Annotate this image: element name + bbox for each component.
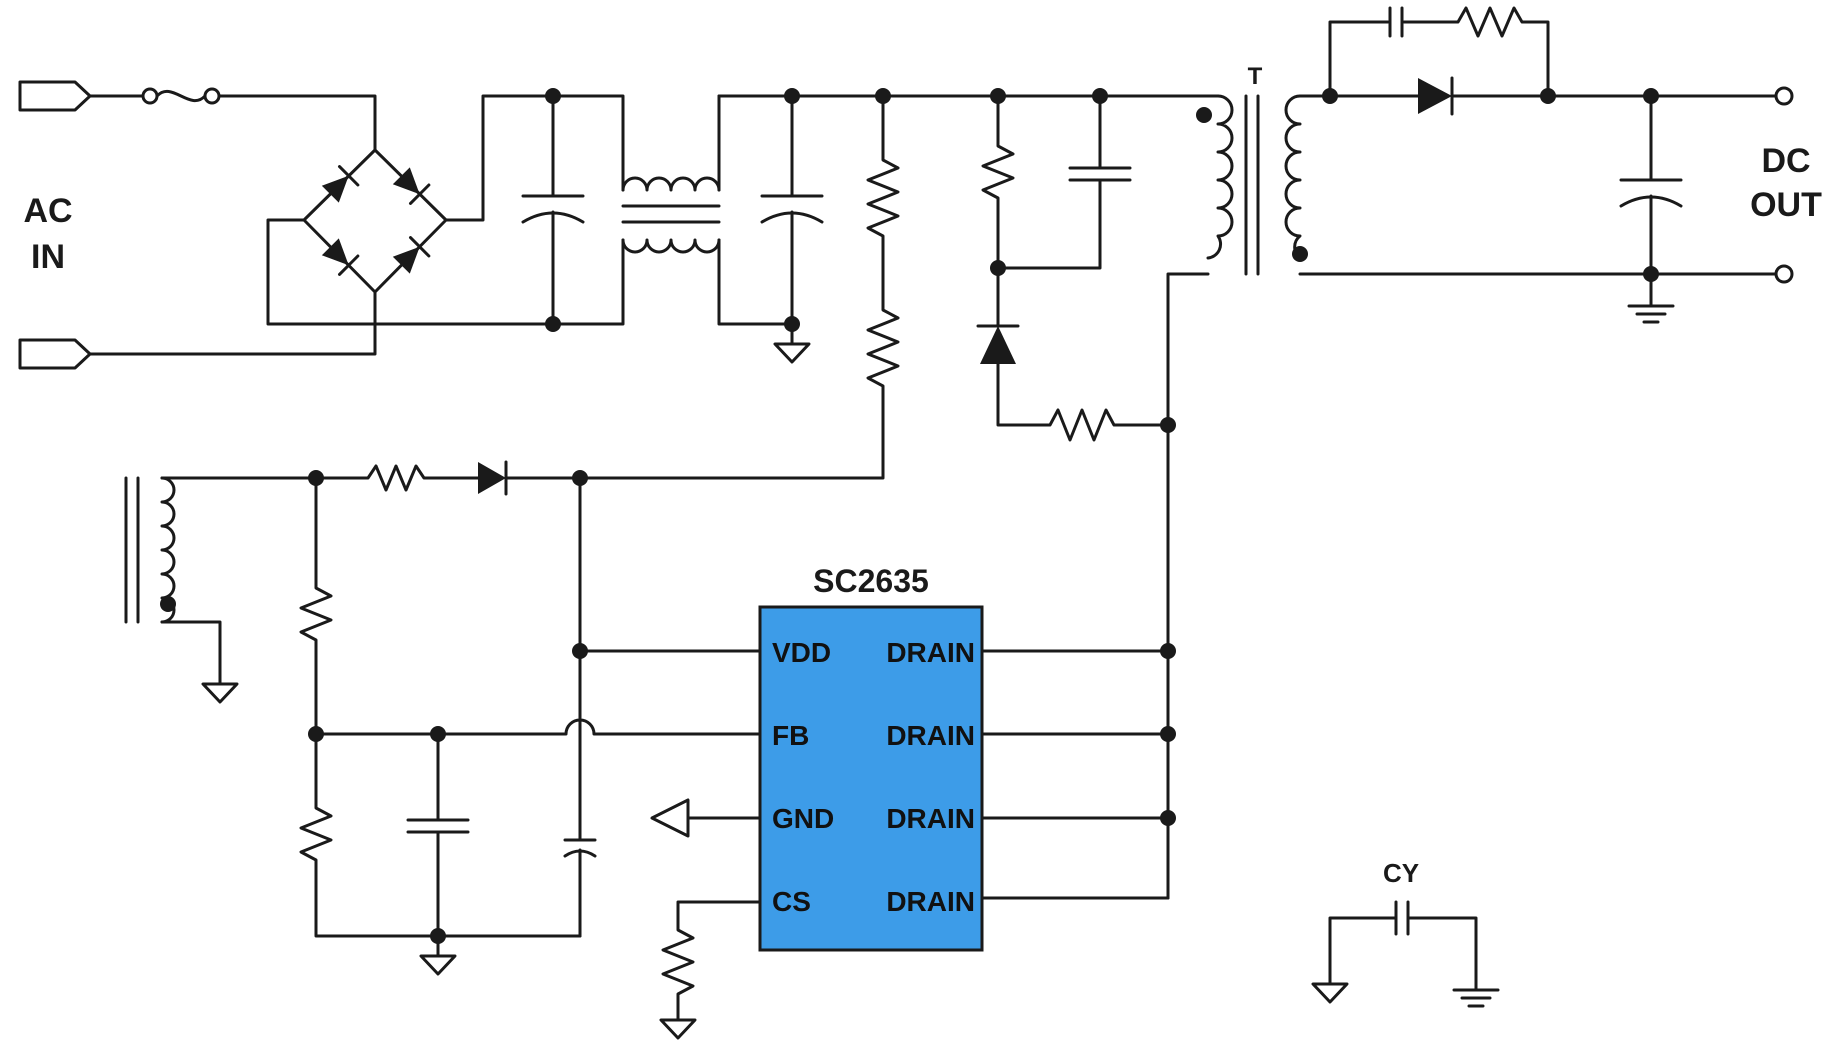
in-label: IN bbox=[31, 238, 65, 276]
aux-winding-feedback bbox=[124, 460, 762, 976]
dc-label: DC bbox=[1761, 142, 1810, 180]
ac-input-terminal-bottom bbox=[18, 338, 92, 370]
pin-drain-3: DRAIN bbox=[886, 803, 975, 834]
pin-drain-2: DRAIN bbox=[886, 720, 975, 751]
bridge-rectifier bbox=[266, 94, 555, 326]
y-capacitor: CY bbox=[1311, 858, 1500, 1008]
pin-vdd: VDD bbox=[772, 637, 831, 668]
controller-ic: SC2635 VDD FB GND CS DRAIN DRAIN DRAIN D… bbox=[650, 563, 1176, 1040]
pin-drain-1: DRAIN bbox=[886, 637, 975, 668]
flyback-transformer: T bbox=[1166, 63, 1653, 900]
rcd-snubber bbox=[976, 88, 1176, 442]
output-section: DC OUT bbox=[1322, 6, 1822, 324]
ac-input-section: AC IN bbox=[18, 80, 377, 370]
startup-resistors bbox=[578, 88, 900, 480]
dc-out-terminal-bottom bbox=[1774, 264, 1794, 284]
ac-input-terminal-top bbox=[18, 80, 92, 112]
pin-gnd: GND bbox=[772, 803, 834, 834]
pin-fb: FB bbox=[772, 720, 809, 751]
ac-label: AC bbox=[23, 192, 72, 230]
ic-name: SC2635 bbox=[813, 563, 929, 599]
pin-cs: CS bbox=[772, 886, 811, 917]
dc-out-terminal-top bbox=[1774, 86, 1794, 106]
pin-drain-4: DRAIN bbox=[886, 886, 975, 917]
ic-body bbox=[758, 605, 984, 952]
cy-label: CY bbox=[1383, 858, 1419, 888]
out-label: OUT bbox=[1750, 186, 1822, 224]
fuse bbox=[141, 87, 221, 105]
input-filter bbox=[521, 88, 1220, 364]
transformer-label: T bbox=[1248, 63, 1263, 90]
common-mode-choke bbox=[621, 176, 721, 254]
